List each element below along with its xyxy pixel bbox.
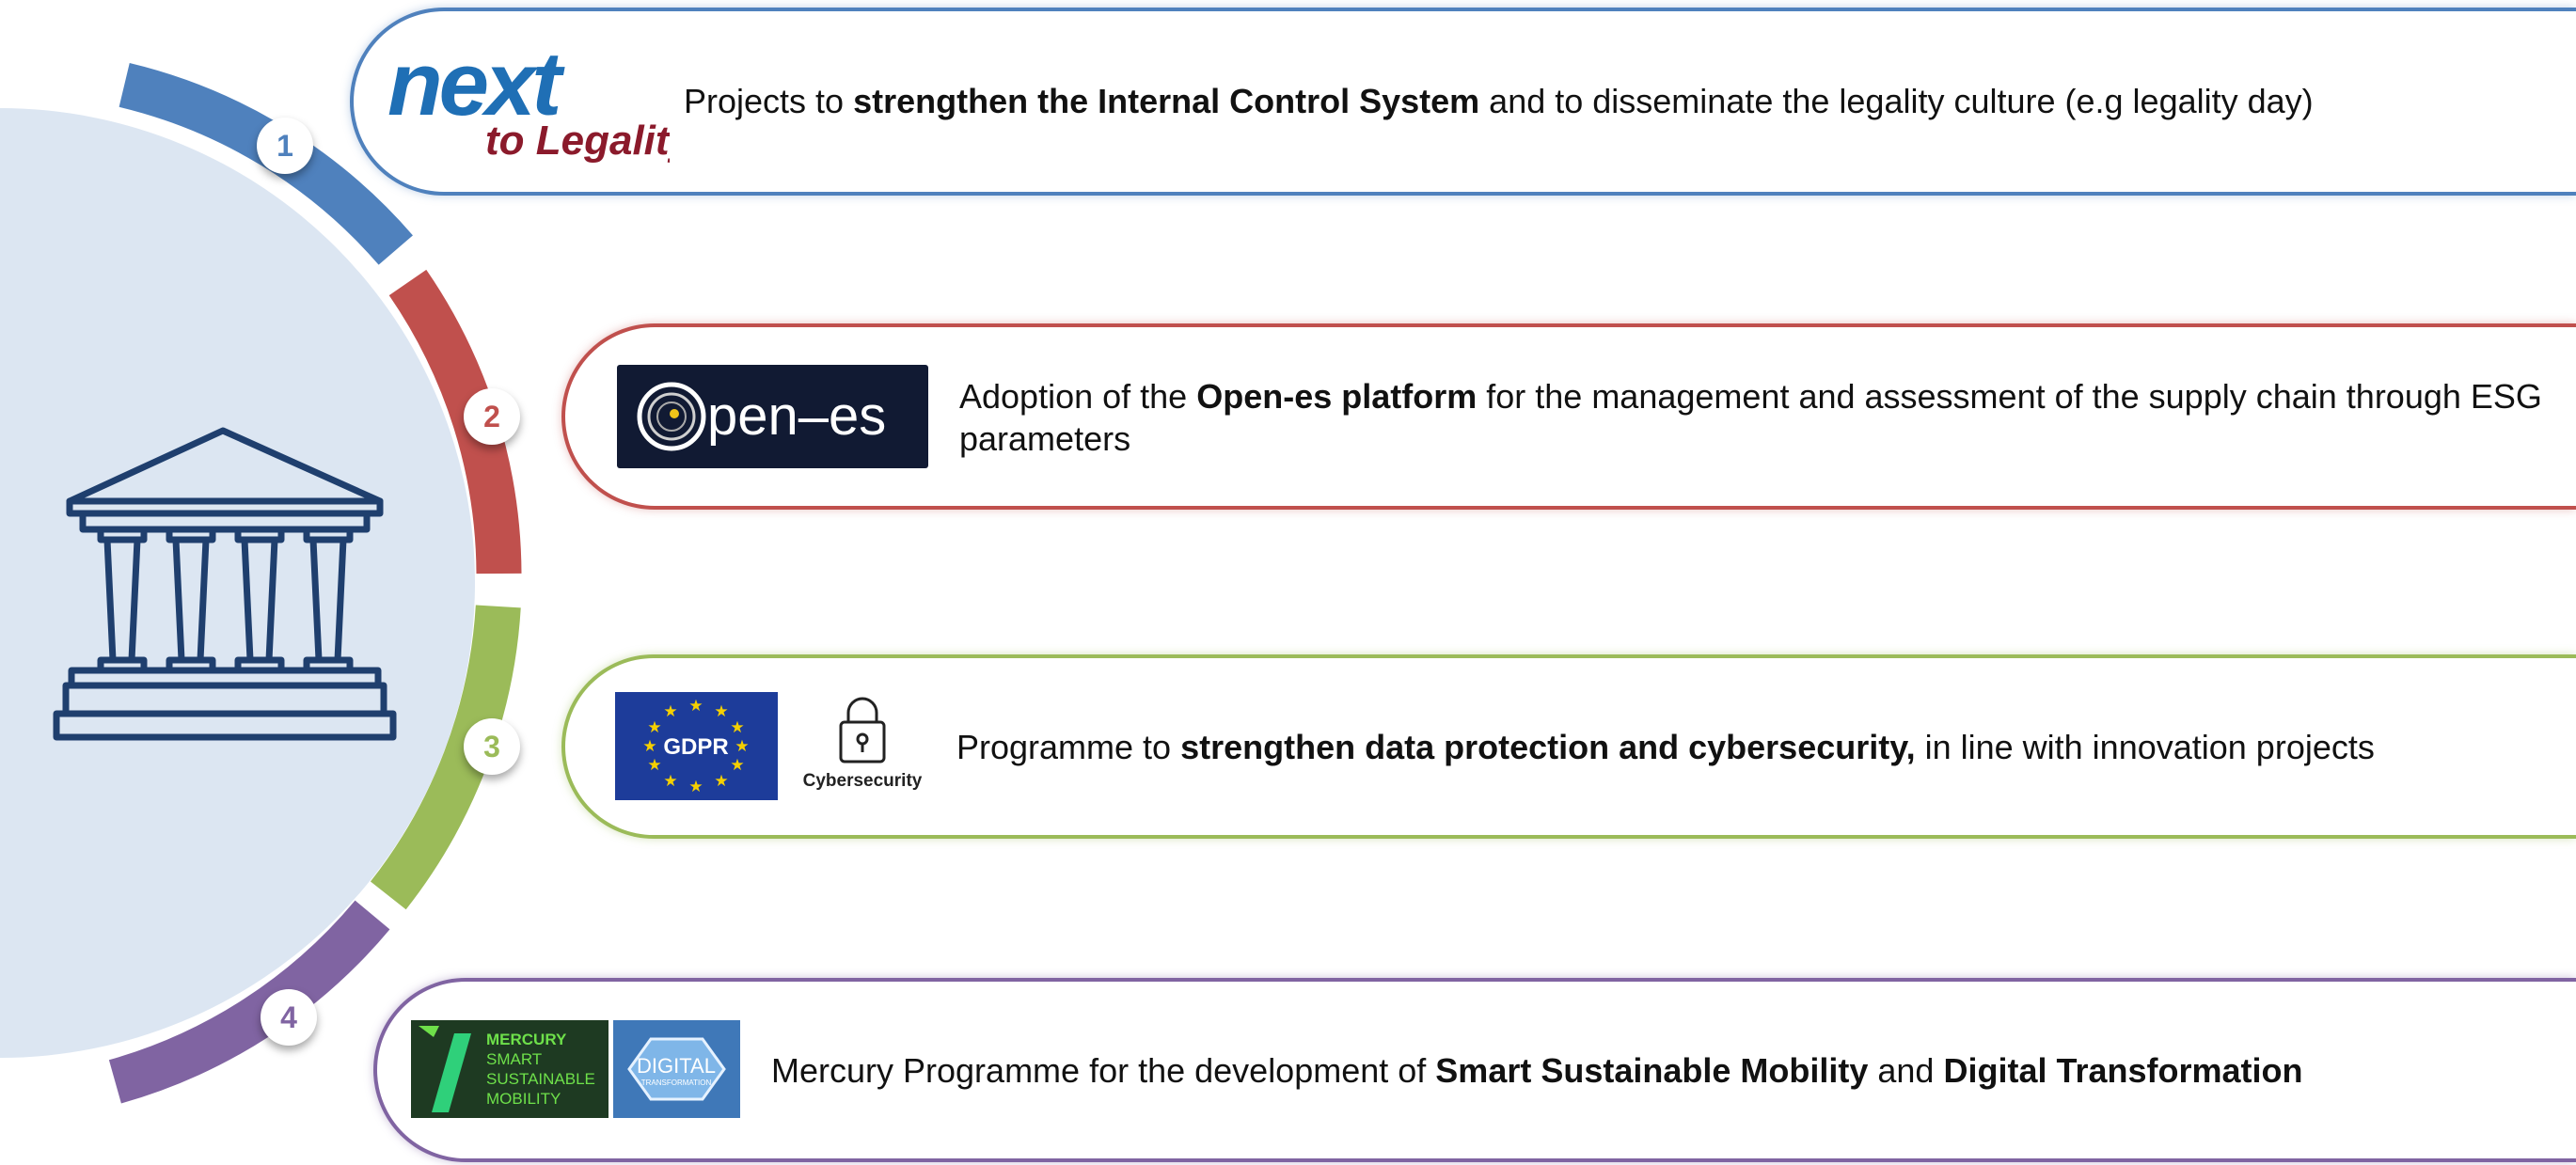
open-es-logo: pen–es: [617, 365, 928, 468]
svg-text:★: ★: [642, 737, 656, 756]
arc-segment-4: [108, 900, 390, 1104]
step-text-2: Adoption of the Open-es platform for the…: [959, 377, 2542, 458]
svg-text:★: ★: [663, 772, 677, 791]
step-badge-2: 2: [464, 388, 520, 445]
svg-text:★: ★: [730, 718, 744, 737]
gdpr-text: GDPR: [663, 734, 728, 760]
gdpr-logo: ★★★ ★★★ ★★★ ★★★ GDPR: [615, 692, 778, 800]
cybersecurity-logo: Cybersecurity: [792, 694, 933, 797]
next-to-legality-logo: next to Legality: [387, 34, 695, 165]
to-legality-text: to Legality: [485, 118, 670, 164]
svg-text:★: ★: [688, 778, 703, 796]
digital-text: DIGITAL: [637, 1054, 716, 1078]
step-card-3: [561, 654, 2576, 839]
mercury-line-1: MERCURY: [486, 1031, 567, 1048]
step-card-1: [350, 8, 2576, 196]
svg-text:★: ★: [647, 718, 661, 737]
svg-text:★: ★: [688, 697, 703, 716]
step-badge-1: 1: [257, 118, 313, 174]
step-text-3: Programme to strengthen data protection …: [956, 728, 2375, 766]
step-badge-4: 4: [261, 989, 317, 1046]
step-text-4: Mercury Programme for the development of…: [771, 1051, 2303, 1090]
step-badge-3: 3: [464, 718, 520, 775]
step-card-4: [373, 978, 2576, 1162]
transformation-text: TRANSFORMATION: [641, 1078, 712, 1087]
arc-segment-3: [370, 605, 521, 910]
padlock-icon: [839, 697, 886, 764]
next-logo-text: next: [387, 34, 565, 134]
svg-text:★: ★: [735, 737, 749, 756]
mercury-line-2: SMART: [486, 1050, 542, 1068]
institution-building-icon: [53, 427, 397, 741]
open-es-wordmark: pen–es: [707, 386, 886, 447]
svg-text:★: ★: [714, 772, 728, 791]
svg-text:★: ★: [730, 756, 744, 775]
digital-transformation-logo: DIGITAL TRANSFORMATION: [613, 1020, 740, 1118]
mercury-line-3: SUSTAINABLE: [486, 1070, 595, 1088]
mercury-line-4: MOBILITY: [486, 1090, 561, 1108]
svg-text:★: ★: [663, 702, 677, 721]
cybersecurity-label: Cybersecurity: [803, 771, 923, 791]
mercury-logo: MERCURY SMART SUSTAINABLE MOBILITY: [411, 1020, 608, 1118]
center-circle: [0, 108, 475, 1058]
svg-text:★: ★: [647, 756, 661, 775]
svg-text:★: ★: [714, 702, 728, 721]
step-text-1: Projects to strengthen the Internal Cont…: [684, 82, 2314, 120]
arc-diagram: [0, 63, 522, 1104]
